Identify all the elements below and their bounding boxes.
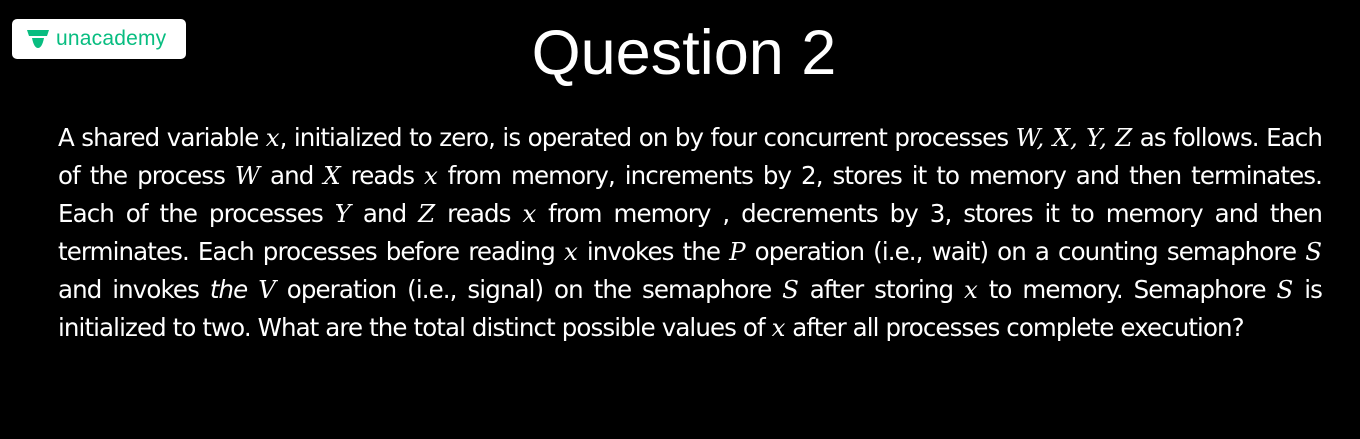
- math-variable: X: [323, 161, 341, 191]
- question-text-segment: as follows. Each of the process: [58, 123, 1323, 191]
- question-text-segment: and invokes: [58, 275, 210, 305]
- math-variable: S: [1305, 237, 1322, 267]
- question-text-segment: and: [260, 161, 324, 191]
- math-variable: S: [782, 275, 799, 305]
- math-variable: Y: [334, 199, 351, 229]
- math-variable: x: [522, 199, 537, 229]
- unacademy-logo-icon: [27, 30, 49, 48]
- question-text-segment: invokes the: [577, 237, 730, 267]
- question-text-segment: reads: [435, 199, 523, 229]
- math-variable: x: [771, 313, 786, 343]
- question-text-segment: is initialized to two. What are the tota…: [58, 275, 1323, 343]
- math-variable: x: [964, 275, 978, 305]
- unacademy-logo: unacademy: [12, 19, 186, 59]
- math-variable: Z: [418, 199, 436, 229]
- question-text-segment: from memory , decrements by 3, stores it…: [58, 199, 1323, 267]
- math-variable: W, X, Y, Z: [1015, 123, 1133, 152]
- question-text-segment: operation (i.e., signal) on the semaphor…: [275, 275, 783, 305]
- question-text-segment: reads: [340, 161, 424, 191]
- math-variable: x: [563, 237, 578, 267]
- question-text-segment: from memory, increments by 2, stores it …: [58, 161, 1323, 229]
- question-text-segment: A shared variable: [58, 123, 266, 152]
- question-text-segment: and: [350, 199, 419, 229]
- question-text-segment: to memory. Semaphore: [977, 275, 1277, 305]
- italic-text: the: [209, 275, 248, 305]
- question-text-segment: operation (i.e., wait) on a counting sem…: [745, 237, 1306, 267]
- math-variable: W: [234, 161, 261, 191]
- math-variable: S: [1276, 275, 1294, 305]
- question-text-segment: after all processes complete execution?: [785, 313, 1244, 343]
- question-text: A shared variable x, initialized to zero…: [58, 119, 1323, 348]
- question-text-segment: [247, 275, 258, 304]
- question-text-segment: after storing: [798, 275, 965, 305]
- logo-text: unacademy: [56, 27, 167, 50]
- math-variable: V: [258, 275, 276, 305]
- question-text-segment: , initialized to zero, is operated on by…: [279, 123, 1016, 152]
- math-variable: x: [265, 123, 280, 152]
- page-title: Question 2: [531, 18, 837, 88]
- math-variable: P: [729, 237, 746, 267]
- math-variable: x: [423, 161, 438, 191]
